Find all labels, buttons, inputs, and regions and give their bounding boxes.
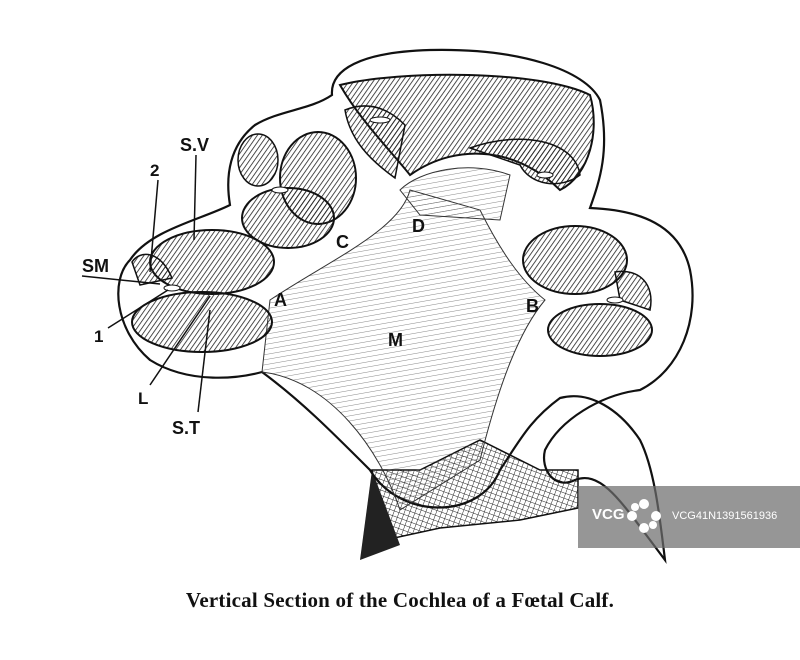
vcg-flower-icon [627,499,661,533]
label-2: 2 [150,161,159,180]
figure-caption: Vertical Section of the Cochlea of a Fœt… [185,588,615,612]
leader-lines [81,154,211,413]
watermark: VCG VCG41N1391561936 [578,486,800,548]
label-a: A [274,290,287,310]
label-sm: SM [82,256,109,276]
modiolus [261,167,546,511]
label-sv: S.V [180,135,209,155]
watermark-logo: VCG [592,506,625,523]
label-b: B [526,296,539,316]
watermark-id: VCG41N1391561936 [672,510,778,522]
basal-turn-right [522,225,653,357]
label-d: D [412,216,425,236]
apical-turn [338,73,595,192]
middle-turn [237,131,357,249]
label-1: 1 [94,327,103,346]
label-c: C [336,232,349,252]
label-st: S.T [172,418,200,438]
cochlea-outline [117,48,694,564]
basal-turn-left [131,229,275,353]
label-m: M [388,330,403,350]
label-l: L [138,389,148,408]
